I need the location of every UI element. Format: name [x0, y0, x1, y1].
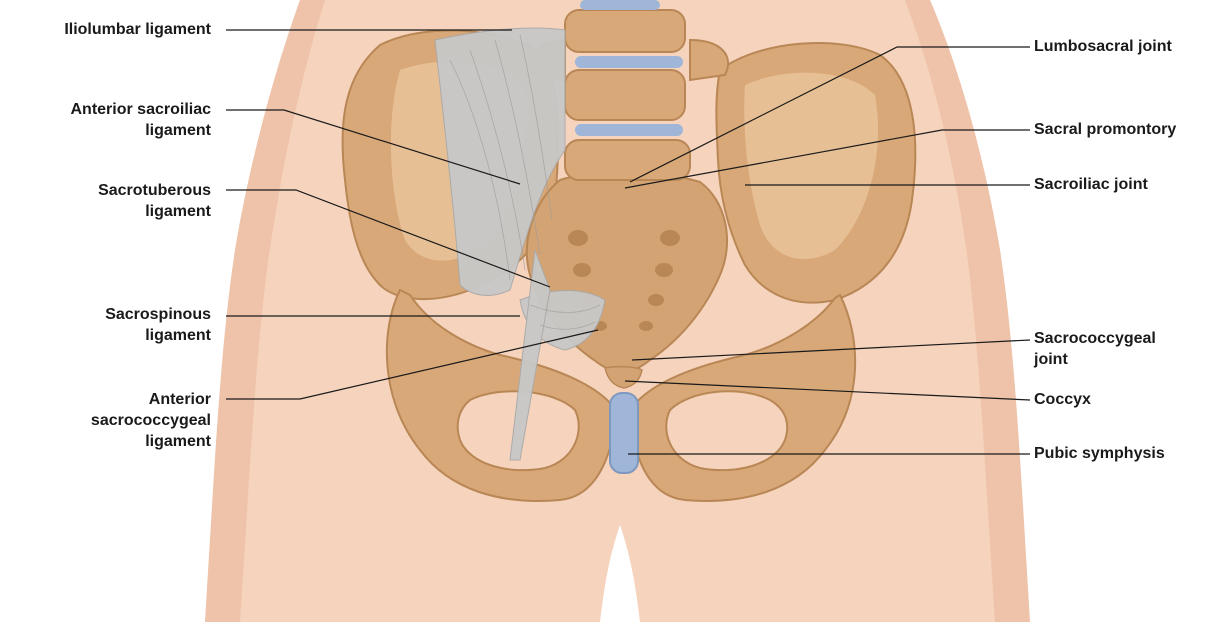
label-sacral-promontory: Sacral promontory [1034, 119, 1176, 140]
label-lumbosacral-joint: Lumbosacral joint [1034, 36, 1172, 57]
label-sacrotuberous-ligament: Sacrotuberous ligament [98, 180, 211, 222]
label-line: ligament [91, 431, 211, 452]
label-line: Coccyx [1034, 389, 1091, 410]
label-line: Sacrococcygeal [1034, 328, 1156, 349]
label-line: Sacral promontory [1034, 119, 1176, 140]
label-line: Iliolumbar ligament [64, 19, 211, 40]
label-line: ligament [98, 201, 211, 222]
label-line: sacrococcygeal [91, 410, 211, 431]
label-anterior-sacroiliac-ligament: Anterior sacroiliac ligament [71, 99, 212, 141]
label-line: Anterior sacroiliac [71, 99, 212, 120]
label-anterior-sacrococcygeal-ligament: Anterior sacrococcygeal ligament [91, 389, 211, 452]
label-line: Sacrotuberous [98, 180, 211, 201]
label-line: ligament [71, 120, 212, 141]
label-line: Lumbosacral joint [1034, 36, 1172, 57]
label-sacrococcygeal-joint: Sacrococcygeal joint [1034, 328, 1156, 370]
label-line: ligament [105, 325, 211, 346]
label-pubic-symphysis: Pubic symphysis [1034, 443, 1165, 464]
label-line: Sacroiliac joint [1034, 174, 1148, 195]
label-sacroiliac-joint: Sacroiliac joint [1034, 174, 1148, 195]
right-obturator-foramen [666, 391, 787, 470]
pubic-symphysis-disc [610, 393, 638, 473]
label-line: joint [1034, 349, 1156, 370]
label-line: Anterior [91, 389, 211, 410]
label-sacrospinous-ligament: Sacrospinous ligament [105, 304, 211, 346]
label-line: Pubic symphysis [1034, 443, 1165, 464]
label-line: Sacrospinous [105, 304, 211, 325]
label-iliolumbar-ligament: Iliolumbar ligament [64, 19, 211, 40]
label-coccyx: Coccyx [1034, 389, 1091, 410]
